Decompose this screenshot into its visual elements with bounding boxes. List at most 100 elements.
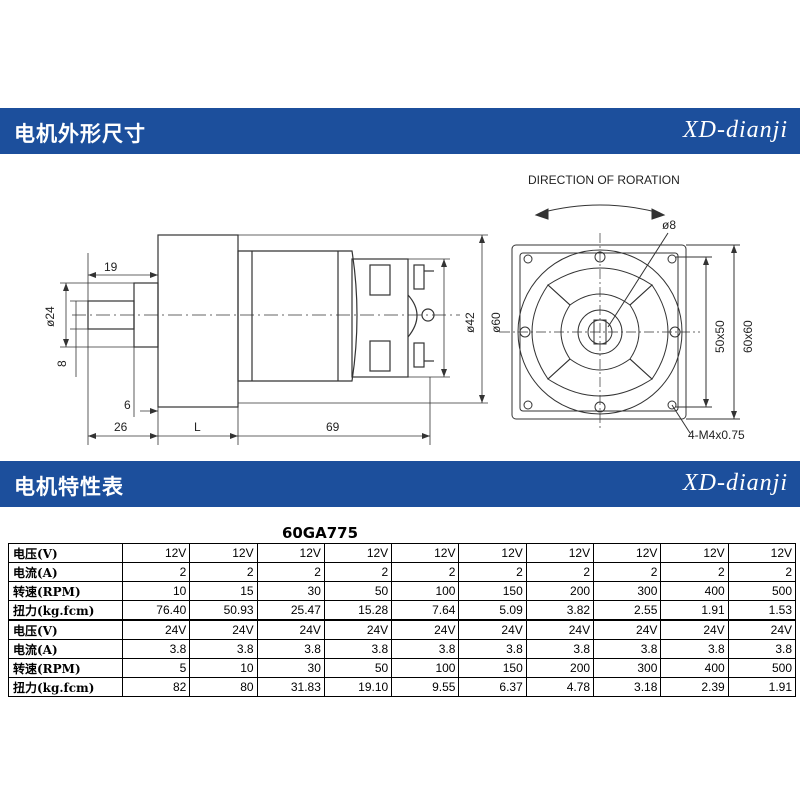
row-label: 扭力(kg.fcm) — [8, 600, 123, 621]
table-cell: 400 — [660, 658, 729, 678]
table-cell: 3.8 — [256, 639, 325, 659]
table-cell: 300 — [593, 581, 662, 601]
gearbox-body — [157, 234, 239, 408]
table-cell: 15 — [189, 581, 258, 601]
table-cell: 100 — [391, 581, 460, 601]
table-cell: 12V — [256, 543, 325, 563]
motor-back-cap — [351, 258, 409, 378]
table-cell: 7.64 — [391, 600, 460, 621]
dim-50x50: 50x50 — [713, 320, 727, 353]
table-cell: 2 — [391, 562, 460, 582]
table-cell: 31.83 — [256, 677, 325, 697]
table-cell: 500 — [727, 658, 797, 678]
table-cell: 10 — [121, 581, 191, 601]
table-cell: 24V — [121, 619, 191, 640]
row-label: 转速(RPM) — [8, 581, 123, 601]
table-cell: 12V — [189, 543, 258, 563]
table-cell: 80 — [189, 677, 258, 697]
characteristics-title: 电机特性表 — [14, 475, 124, 499]
table-cell: 24V — [189, 619, 258, 640]
table-cell: 4.78 — [525, 677, 595, 697]
brand-label: XD-dianji — [683, 117, 788, 143]
row-label: 电压(V) — [8, 543, 123, 563]
table-cell: 3.8 — [525, 639, 595, 659]
dim-gearbox-diameter: ø60 — [489, 312, 503, 333]
dim-60x60: 60x60 — [741, 320, 755, 353]
table-cell: 19.10 — [323, 677, 393, 697]
dimensions-banner: 电机外形尺寸 XD-dianji — [0, 108, 800, 154]
dim-shaft-diameter: ø24 — [43, 306, 57, 327]
table-cell: 12V — [593, 543, 662, 563]
dim-6: 6 — [124, 398, 131, 412]
table-cell: 24V — [458, 619, 527, 640]
table-cell: 24V — [391, 619, 460, 640]
motor-dimension-drawing: 19 ø24 8 6 26 L 69 ø42 ø60 DIRECTION OF … — [43, 173, 755, 445]
table-cell: 3.18 — [593, 677, 662, 697]
dim-26: 26 — [114, 420, 128, 434]
table-cell: 82 — [121, 677, 191, 697]
table-cell: 25.47 — [256, 600, 325, 621]
table-cell: 12V — [525, 543, 595, 563]
characteristics-banner: 电机特性表 XD-dianji — [0, 461, 800, 507]
table-cell: 24V — [660, 619, 729, 640]
table-cell: 3.8 — [391, 639, 460, 659]
table-cell: 2 — [323, 562, 393, 582]
terminal-top — [413, 264, 425, 290]
table-cell: 50.93 — [189, 600, 258, 621]
table-cell: 300 — [593, 658, 662, 678]
row-label: 电流(A) — [8, 639, 123, 659]
table-cell: 12V — [323, 543, 393, 563]
screw-spec-label: 4-M4x0.75 — [688, 428, 745, 442]
table-cell: 50 — [323, 658, 393, 678]
brand-label: XD-dianji — [683, 470, 788, 496]
table-cell: 3.8 — [189, 639, 258, 659]
dim-L: L — [194, 420, 201, 434]
table-cell: 12V — [121, 543, 191, 563]
table-cell: 15.28 — [323, 600, 393, 621]
table-cell: 12V — [458, 543, 527, 563]
row-label: 电流(A) — [8, 562, 123, 582]
table-cell: 2 — [593, 562, 662, 582]
table-cell: 2 — [525, 562, 595, 582]
table-cell: 1.91 — [727, 677, 797, 697]
table-cell: 2 — [121, 562, 191, 582]
table-cell: 12V — [391, 543, 460, 563]
table-cell: 1.91 — [660, 600, 729, 621]
table-cell: 150 — [458, 581, 527, 601]
table-cell: 150 — [458, 658, 527, 678]
table-cell: 24V — [256, 619, 325, 640]
table-cell: 2 — [189, 562, 258, 582]
table-cell: 3.8 — [458, 639, 527, 659]
table-cell: 400 — [660, 581, 729, 601]
table-cell: 24V — [727, 619, 797, 640]
table-cell: 3.8 — [660, 639, 729, 659]
row-label: 转速(RPM) — [8, 658, 123, 678]
table-cell: 2 — [727, 562, 797, 582]
table-cell: 30 — [256, 658, 325, 678]
table-cell: 5.09 — [458, 600, 527, 621]
row-label: 扭力(kg.fcm) — [8, 677, 123, 697]
table-cell: 2.39 — [660, 677, 729, 697]
dim-motor-diameter: ø42 — [463, 312, 477, 333]
table-cell: 2 — [660, 562, 729, 582]
table-cell: 2 — [256, 562, 325, 582]
table-cell: 76.40 — [121, 600, 191, 621]
table-cell: 24V — [323, 619, 393, 640]
table-cell: 1.53 — [727, 600, 797, 621]
table-cell: 24V — [593, 619, 662, 640]
table-cell: 24V — [525, 619, 595, 640]
terminal-bottom — [413, 342, 425, 368]
row-label: 电压(V) — [8, 619, 123, 640]
table-cell: 6.37 — [458, 677, 527, 697]
hole-diameter-label: ø8 — [662, 218, 676, 232]
dim-69: 69 — [326, 420, 340, 434]
dim-19: 19 — [104, 260, 118, 274]
table-cell: 12V — [660, 543, 729, 563]
rotation-direction-label: DIRECTION OF RORATION — [528, 173, 680, 187]
